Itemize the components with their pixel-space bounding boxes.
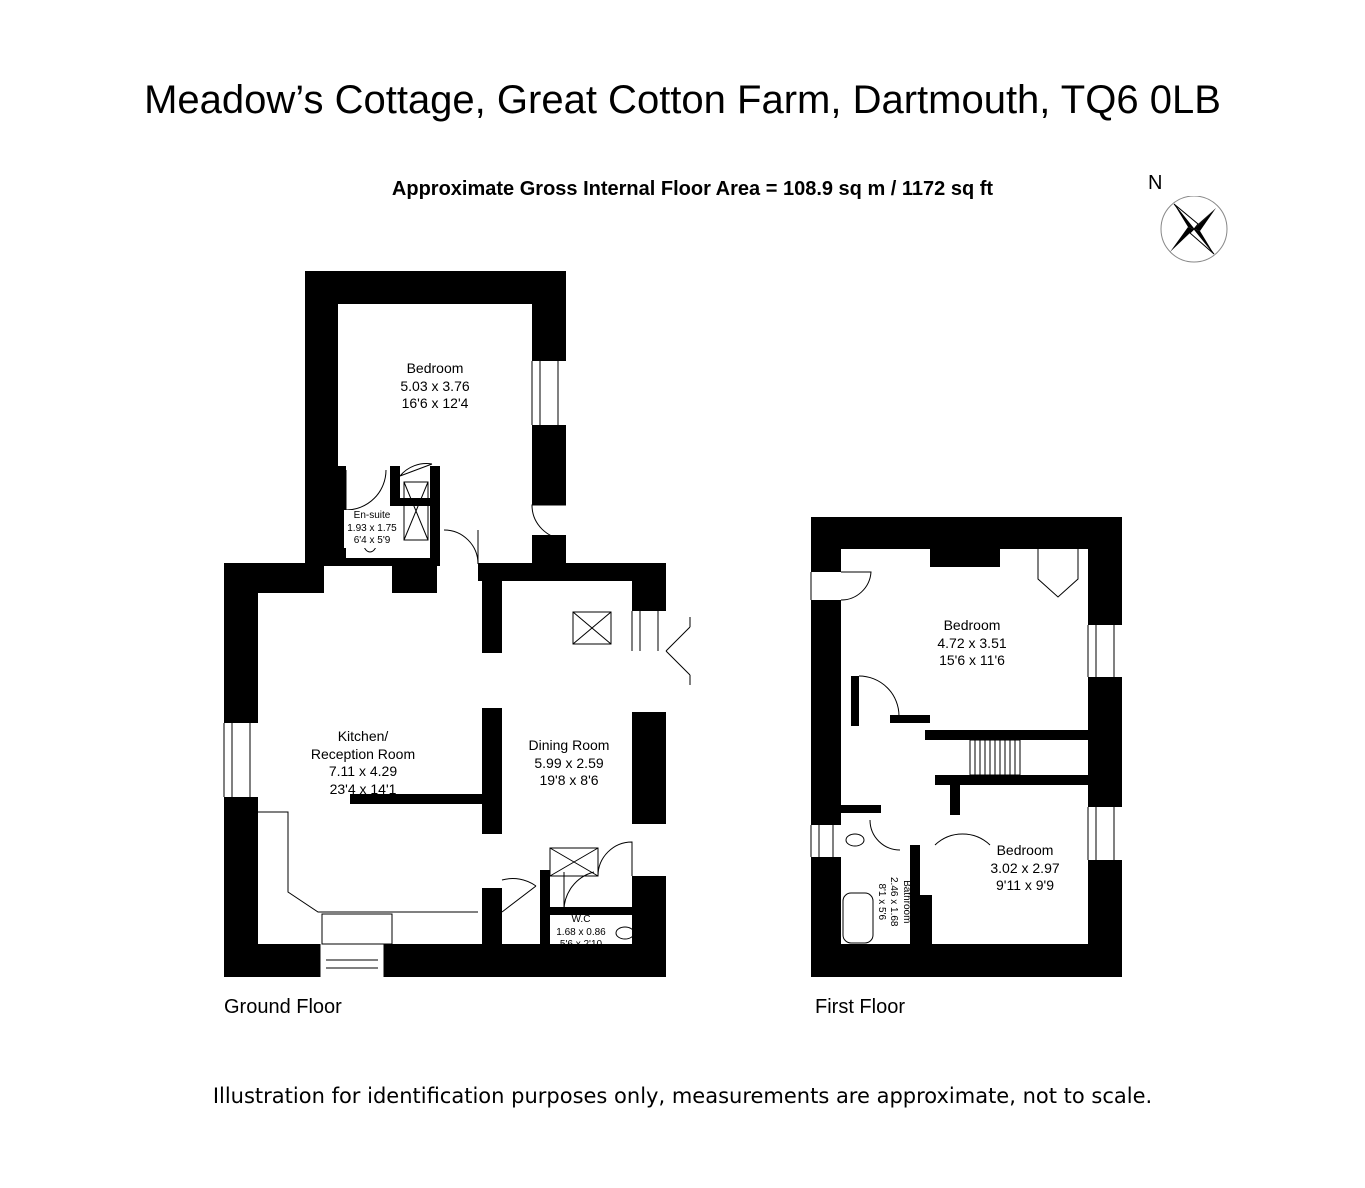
wall (1088, 860, 1122, 977)
wall (338, 466, 346, 566)
room-label-dining-room: Dining Room 5.99 x 2.59 19'8 x 8'6 (528, 737, 610, 788)
door-swing (597, 841, 633, 877)
wall (532, 271, 566, 361)
kitchen-worktop (258, 811, 478, 913)
wall (482, 708, 502, 834)
window (531, 361, 559, 425)
disclaimer-text: Illustration for identification purposes… (212, 1084, 1153, 1108)
wall (811, 944, 1122, 977)
wall (532, 425, 566, 505)
wall (920, 895, 932, 945)
room-label-kitchen-reception: Kitchen/ Reception Room 7.11 x 4.29 23'4… (310, 728, 416, 797)
wall (305, 271, 338, 566)
wall (632, 563, 666, 611)
door-swing (443, 529, 479, 565)
ground-floor-label: Ground Floor (224, 996, 342, 1018)
wall (430, 466, 440, 566)
wall (482, 581, 502, 653)
cupboard (1037, 549, 1079, 598)
wall (1088, 677, 1122, 807)
wall (811, 517, 841, 572)
wall (1088, 517, 1122, 625)
door-swing (869, 819, 901, 851)
wall (384, 944, 666, 977)
wall (224, 944, 320, 977)
wall (851, 676, 859, 726)
wall (338, 558, 438, 566)
window (319, 944, 385, 977)
wall (811, 600, 841, 825)
toilet (615, 926, 635, 940)
wall (482, 888, 502, 948)
compass-rose-icon (1160, 196, 1228, 263)
wall (841, 805, 881, 813)
room-label-en-suite: En-suite 1.93 x 1.75 6'4 x 5'9 (344, 510, 400, 548)
bath (842, 892, 874, 944)
rooflight (549, 847, 599, 877)
door-swing (345, 469, 387, 511)
shower (403, 481, 429, 541)
door-swing (399, 463, 433, 477)
window (223, 723, 251, 797)
wall (478, 563, 666, 581)
door-swing (665, 617, 691, 685)
door-swing (840, 571, 872, 601)
door-swing (501, 878, 537, 913)
wall (550, 907, 632, 915)
wall (392, 563, 437, 593)
wall (910, 845, 920, 945)
rooflight (572, 611, 612, 645)
wall (400, 498, 430, 506)
wall (632, 876, 666, 977)
window (810, 825, 834, 857)
door-swing (858, 675, 900, 717)
north-label: N (1148, 172, 1163, 194)
wall (224, 563, 324, 593)
room-label-bedroom-first-2: Bedroom 3.02 x 2.97 9'11 x 9'9 (990, 842, 1060, 893)
room-label-wc: W.C 1.68 x 0.86 5'6 x 2'10 (556, 914, 606, 950)
stairs (974, 740, 1016, 775)
wall (935, 775, 1090, 785)
wall (390, 466, 400, 506)
room-label-bathroom: Bathroom 2.46 x 1.68 8'1 x 5'6 (875, 877, 912, 927)
door-swing (531, 504, 567, 540)
wall (350, 794, 490, 804)
plan-title: Meadow’s Cottage, Great Cotton Farm, Dar… (144, 78, 1221, 122)
door-swing (934, 833, 991, 846)
wall (930, 549, 1000, 567)
wall (890, 715, 930, 723)
room-label-bedroom-ground: Bedroom 5.03 x 3.76 16'6 x 12'4 (400, 360, 470, 411)
wall (811, 517, 1122, 549)
wall (305, 271, 566, 304)
wall (540, 870, 550, 950)
toilet (845, 833, 865, 847)
first-floor-label: First Floor (815, 996, 905, 1018)
floor-area-text: Approximate Gross Internal Floor Area = … (391, 178, 994, 200)
wall (532, 535, 566, 566)
wall (950, 785, 960, 815)
window (810, 572, 1115, 860)
window (631, 611, 659, 651)
door-swing (563, 871, 595, 913)
wall (632, 712, 666, 824)
room-label-bedroom-first-1: Bedroom 4.72 x 3.51 15'6 x 11'6 (937, 617, 1007, 668)
wall (925, 730, 1090, 740)
sink (321, 913, 393, 945)
